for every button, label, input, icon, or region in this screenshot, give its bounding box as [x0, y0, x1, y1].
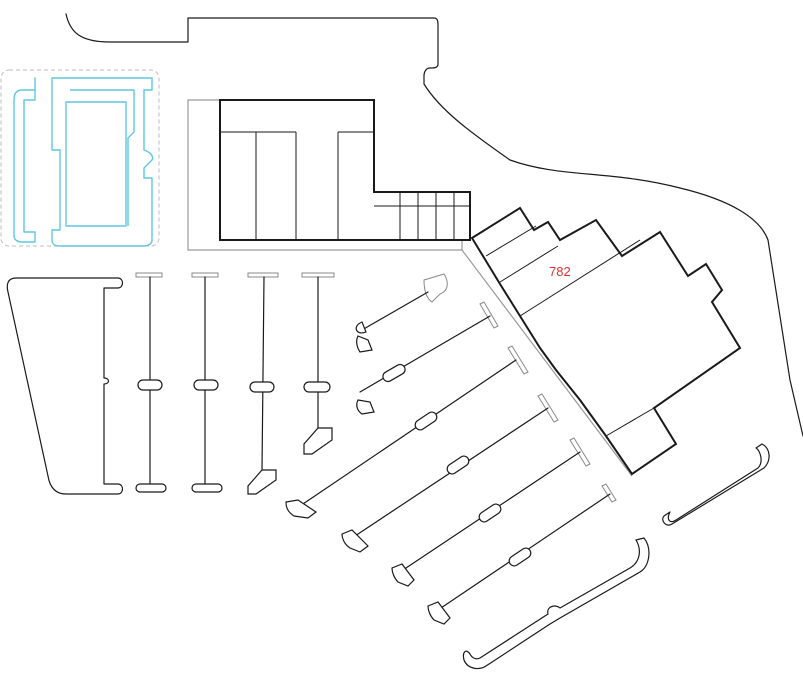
diag-row-6	[427, 483, 617, 625]
curb-southeast	[662, 443, 770, 526]
building-782-outline	[470, 206, 742, 476]
building-782-inner-wall-1	[485, 225, 537, 257]
south-curbs	[462, 443, 770, 670]
parking-lot-diagonal	[285, 273, 617, 625]
parking-row-1	[135, 272, 167, 493]
parcel-inner-rect	[65, 101, 127, 227]
building-782-label: 782	[549, 264, 571, 279]
road-outlines	[65, 13, 803, 437]
diag-row-2	[356, 301, 499, 415]
diag-row-3	[285, 345, 529, 519]
parking-row-4	[301, 272, 335, 455]
parking-structure[interactable]	[187, 99, 471, 251]
parcel-inner-frame	[70, 89, 135, 226]
building-782[interactable]: 782	[461, 206, 742, 477]
parking-lot-west-curb	[6, 277, 124, 495]
parcel-left-strip	[13, 77, 36, 243]
curb-south-long	[462, 537, 650, 670]
parcel-boundary	[0, 69, 160, 247]
diag-row-4	[341, 393, 559, 553]
diag-row-5	[391, 437, 591, 587]
parking-row-2	[191, 272, 223, 493]
building-782-sidewalk	[461, 249, 633, 477]
diag-row-1	[355, 273, 448, 353]
parking-structure-main	[219, 99, 471, 241]
building-782-inner-wall-4	[605, 407, 655, 437]
road-north-edge	[65, 13, 803, 437]
highlighted-parcel[interactable]	[0, 69, 160, 247]
building-782-inner-wall-3	[519, 239, 641, 317]
parking-structure-outline	[187, 99, 463, 251]
parking-row-3	[247, 272, 279, 495]
building-782-inner-wall-2	[499, 245, 559, 283]
parcel-main-building	[51, 77, 154, 247]
parking-lot-vertical	[6, 272, 335, 495]
